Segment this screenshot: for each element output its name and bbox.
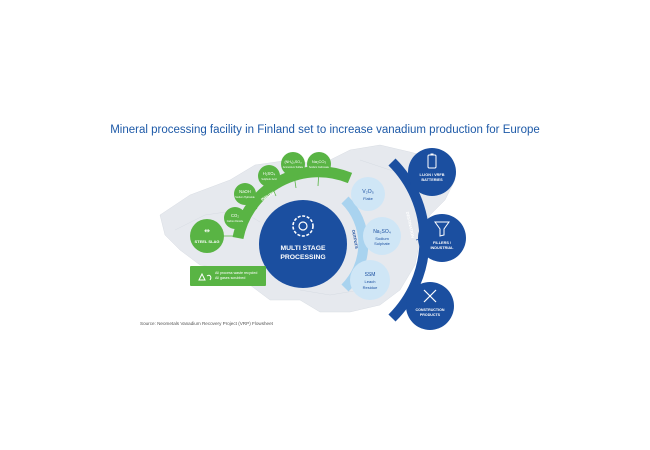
reagent-ammonium-sulfate: (NH₄)₂SO₄ Ammonium Sulfate [281,152,305,176]
reagent-formula: CO₂ [231,213,239,218]
destination-line1: LI-ION / VRFB [420,173,445,177]
reagent-na2co3: Na₂CO₃ Sodium Carbonate [307,152,331,176]
reagent-formula: (NH₄)₂SO₄ [284,160,302,164]
page-title: Mineral processing facility in Finland s… [110,124,540,136]
output-line2: Sodium [375,236,389,241]
reagent-formula: Na₂CO₃ [312,159,327,164]
destination-batteries: LI-ION / VRFB BATTERIES [408,148,456,196]
output-line1: SSM [365,272,376,278]
process-label-2: PROCESSING [280,254,325,261]
reagent-h2so4: H₂SO₄ Sulphuric Acid [258,165,280,187]
source-note: Source: Neometals Vanadium Recovery Proj… [140,321,273,326]
output-line3: Residue [363,285,378,290]
reagent-name: Carbon Dioxide [227,220,244,223]
tools-icon [423,289,437,303]
steel-slag-node [190,219,224,253]
recycle-line-1: All process waste recycled [215,271,258,275]
funnel-icon [434,221,450,237]
destination-line2: PRODUCTS [420,313,441,317]
reagent-formula: NaOH [239,189,251,194]
reagent-formula: H₂SO₄ [263,171,276,176]
destination-line1: FILLERS / [433,241,452,245]
inputs-arc-label: INPUTS [260,190,275,202]
gear-icon [292,215,314,237]
output-v2o5: V₂O₅ Flake [351,177,385,211]
destination-line2: BATTERIES [421,178,443,182]
destination-construction: CONSTRUCTION PRODUCTS [406,282,454,330]
steel-slag-icon: ⇹ [204,228,210,235]
output-line1: Na₂SO₄ [373,229,391,235]
reagent-name: Sodium Carbonate [309,166,330,169]
recycle-line-2: All gases scrubbed [215,276,246,280]
recycle-icon [198,272,212,281]
output-na2so4: Na₂SO₄ Sodium Sulphate [363,217,401,255]
output-line2: Leach [365,279,376,284]
multi-stage-processing-node [259,200,347,288]
output-line3: Sulphate [374,241,391,246]
destination-line1: CONSTRUCTION [416,308,445,312]
process-label-1: MULTI STAGE [280,245,326,252]
output-line1: V₂O₅ [362,189,374,195]
reagent-name: Sodium Hydroxide [235,196,255,199]
output-line2: Flake [363,196,374,201]
reagent-name: Sulphuric Acid [261,178,277,181]
steel-slag-label: STEEL SLAG [194,239,219,244]
destination-line2: INDUSTRIAL [431,246,455,250]
reagent-naoh: NaOH Sodium Hydroxide [234,183,256,205]
output-ssm: SSM Leach Residue [350,260,390,300]
outputs-arc-label: OUTPUTS [351,229,359,249]
reagent-co2: CO₂ Carbon Dioxide [224,207,246,229]
destination-fillers: FILLERS / INDUSTRIAL [418,214,466,262]
reagent-name: Ammonium Sulfate [283,166,304,169]
destination-arc-label: DESTINATION [405,211,415,238]
recycle-badge: All process waste recycled All gases scr… [190,266,266,286]
